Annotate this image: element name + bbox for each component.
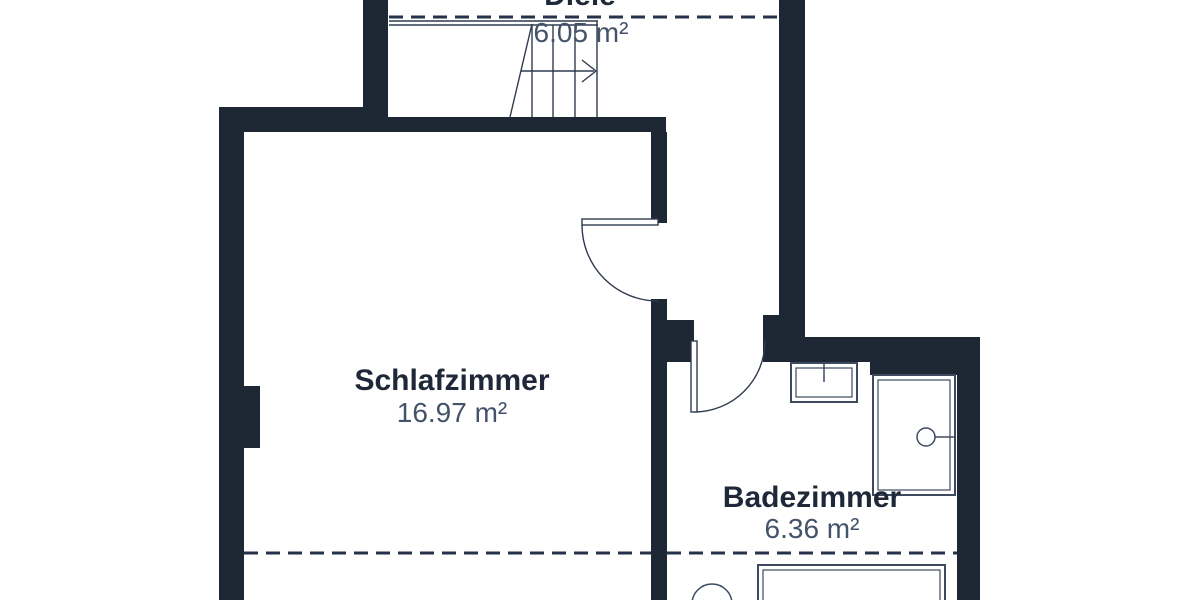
shower-icon bbox=[872, 374, 956, 496]
wall-top-left bbox=[219, 107, 388, 132]
shower-tray-inner bbox=[877, 379, 951, 491]
section-lines bbox=[244, 15, 957, 555]
sink-icon bbox=[790, 362, 858, 403]
bathtub-inner bbox=[762, 569, 941, 600]
room-area-schlafzimmer: 16.97 m² bbox=[397, 397, 508, 428]
wall-hall-right bbox=[779, 0, 805, 362]
shower-drain bbox=[916, 427, 936, 447]
toilet-bowl bbox=[691, 583, 733, 600]
room-area-diele: 6.05 m² bbox=[534, 17, 629, 48]
bedroom-door bbox=[581, 218, 659, 302]
wall-stairwell bbox=[363, 0, 388, 117]
wall-left-exterior bbox=[219, 107, 244, 600]
wall-bath-door-jamb-left bbox=[666, 320, 694, 362]
room-label-schlafzimmer: Schlafzimmer bbox=[354, 364, 549, 397]
room-labels: Diele 6.05 m² Schlafzimmer 16.97 m² Bade… bbox=[354, 0, 901, 544]
toilet-icon bbox=[691, 583, 733, 600]
bathtub-outer bbox=[757, 564, 946, 600]
stair-direction-arrow-icon bbox=[521, 59, 598, 83]
wall-bath-door-jamb-right bbox=[763, 315, 779, 362]
bathtub-icon bbox=[757, 564, 946, 600]
door-leaf bbox=[690, 340, 698, 413]
wall-divider-lower bbox=[651, 299, 667, 600]
door-leaf bbox=[581, 218, 659, 226]
wall-left-pier bbox=[244, 386, 260, 448]
door-swing-arc bbox=[581, 224, 659, 302]
shower-tray-outer bbox=[872, 374, 956, 496]
wall-divider-upper bbox=[651, 132, 667, 223]
walls bbox=[219, 0, 980, 600]
wall-bath-right-exterior bbox=[957, 337, 980, 600]
room-label-badezimmer: Badezimmer bbox=[723, 481, 902, 514]
bathroom-door bbox=[690, 340, 766, 413]
room-label-diele: Diele bbox=[544, 0, 616, 12]
room-area-badezimmer: 6.36 m² bbox=[765, 513, 860, 544]
arrow-head bbox=[581, 59, 598, 83]
wall-under-stairs bbox=[388, 117, 666, 132]
staircase-icon bbox=[389, 20, 598, 118]
wall-bath-top-thick bbox=[870, 337, 957, 375]
door-swing-arc bbox=[693, 340, 766, 413]
